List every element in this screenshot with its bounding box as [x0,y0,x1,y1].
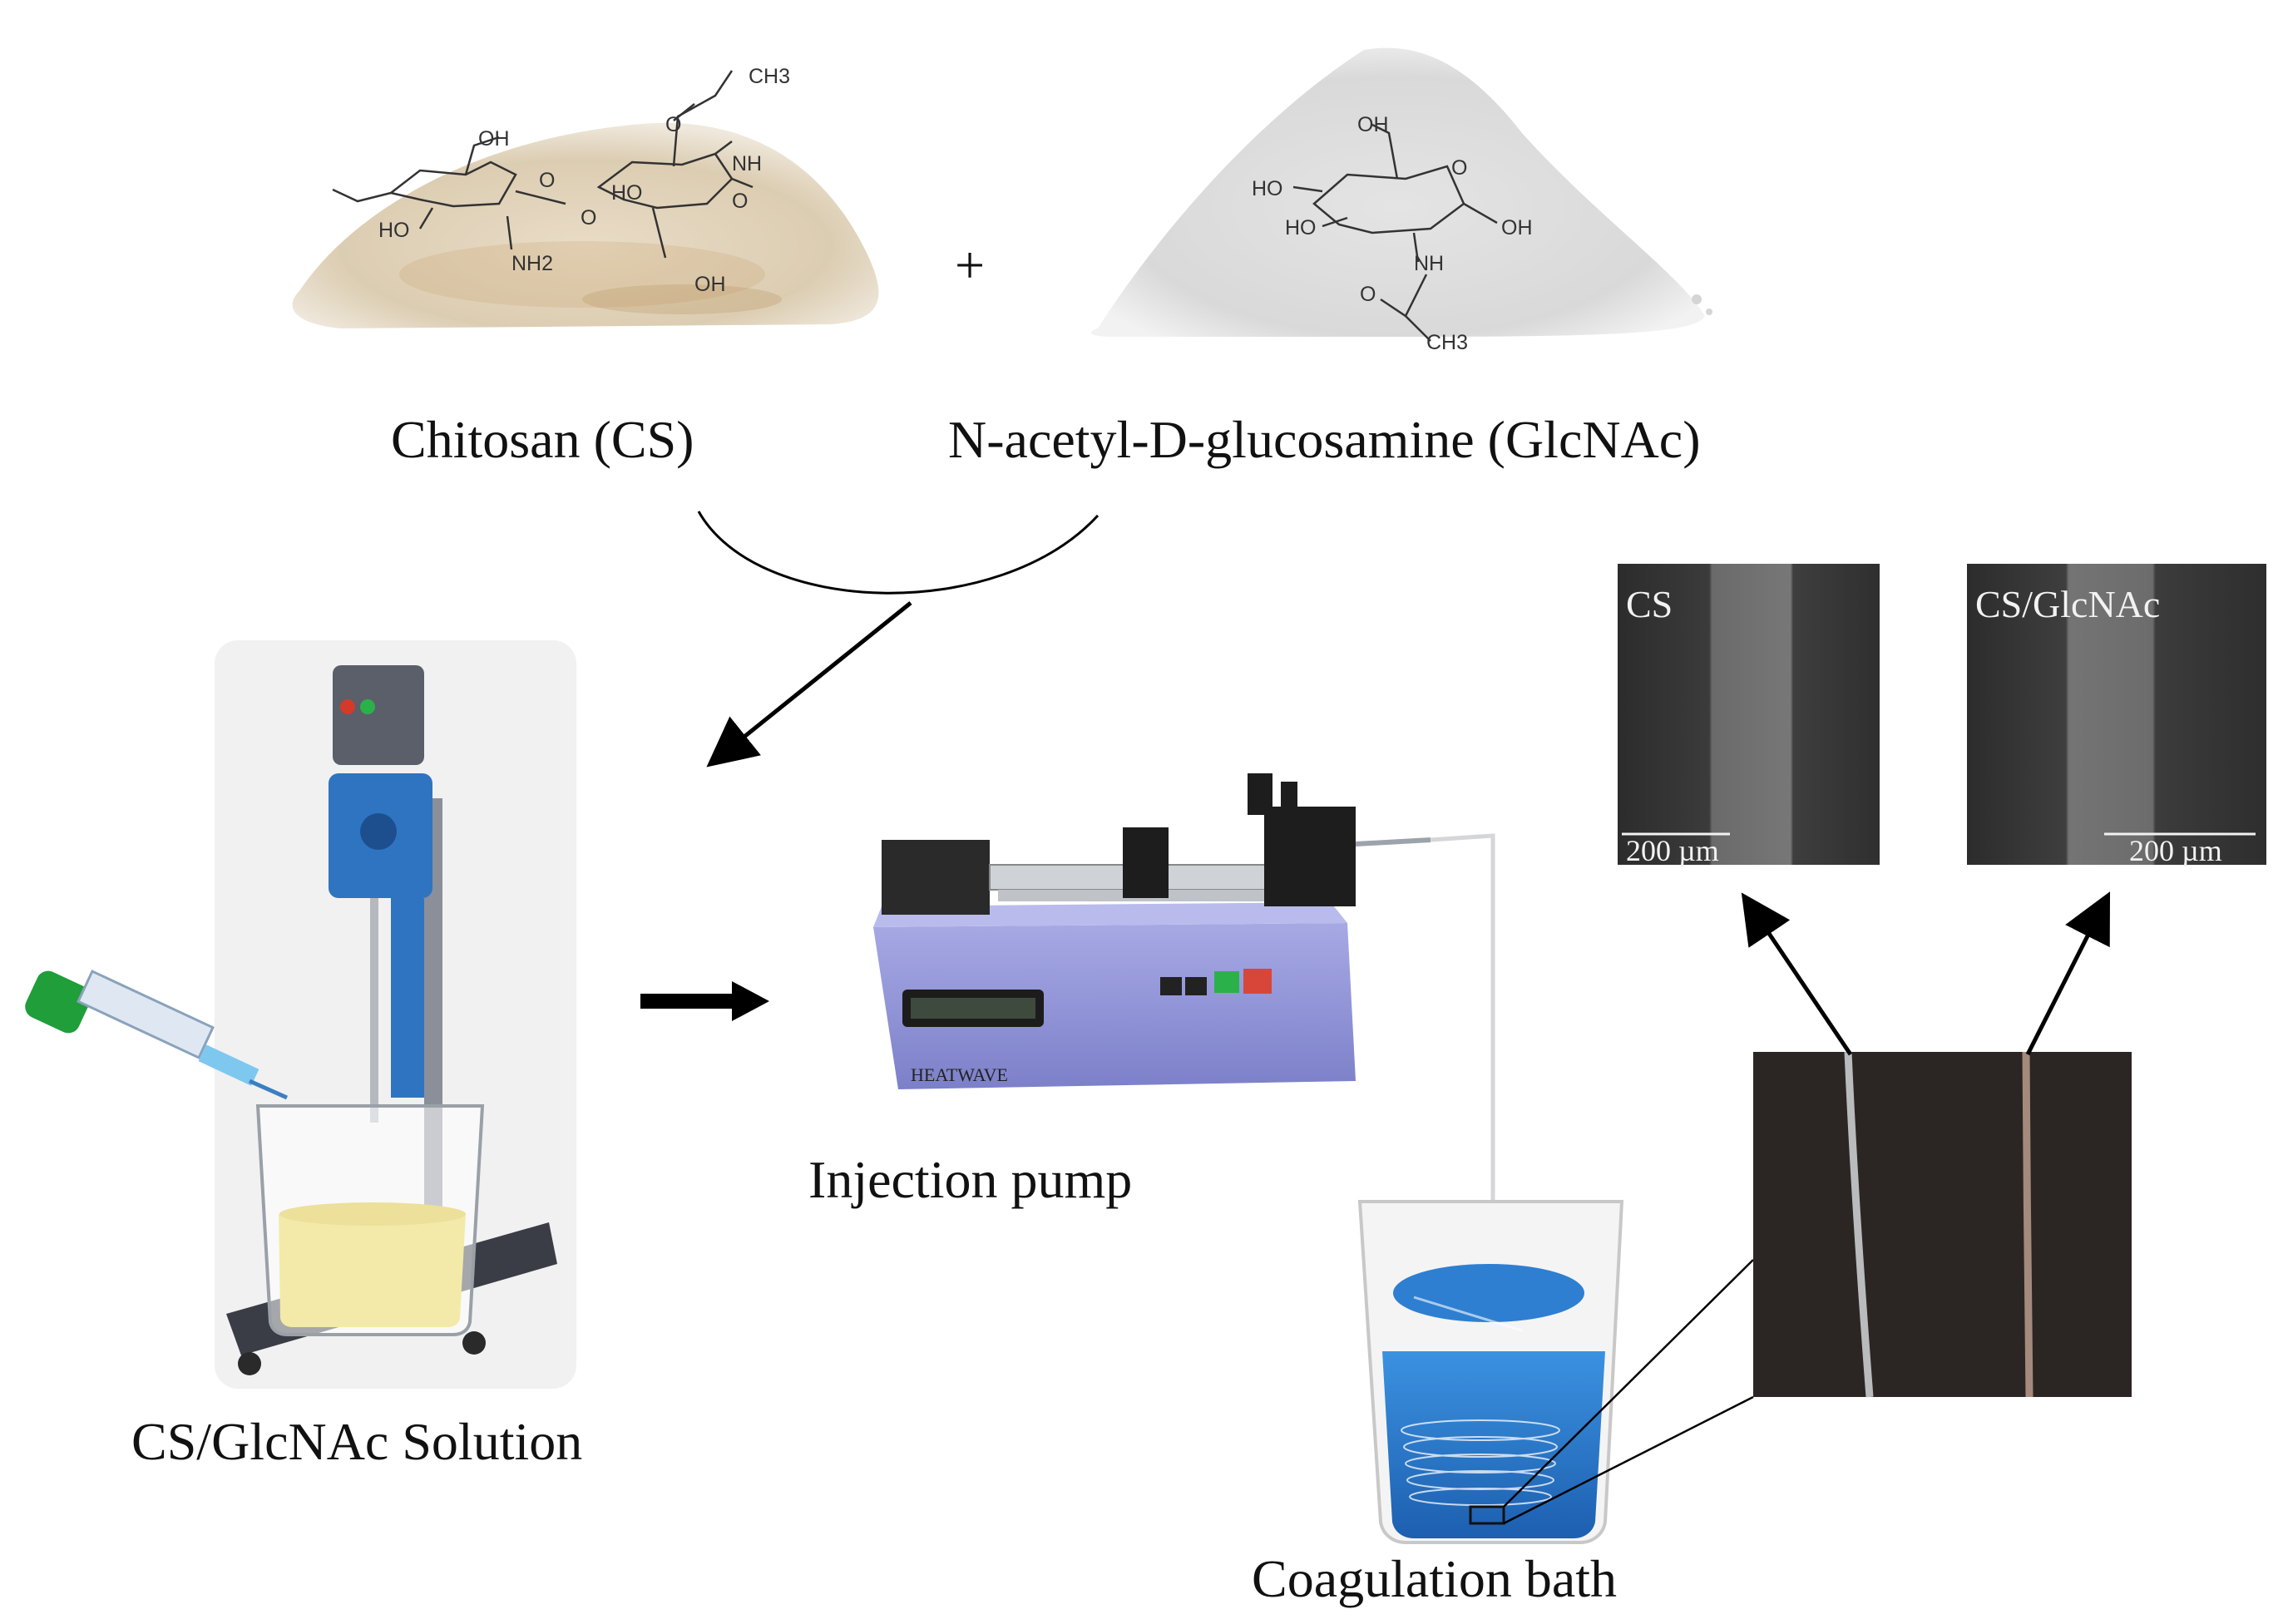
svg-text:O: O [581,206,596,230]
chitosan-structure [332,70,754,259]
svg-text:O: O [1451,156,1467,180]
svg-text:O: O [732,190,748,213]
sem-arrows [1741,891,2111,1056]
glcnac-structure [1292,123,1498,342]
bath-label: Coagulation bath [1252,1549,1617,1608]
svg-text:HO: HO [1285,216,1317,239]
merge-arrow [697,511,1099,768]
coagulation-bath-image [1357,1200,1624,1544]
svg-text:NH2: NH2 [511,252,553,275]
svg-text:O: O [1360,283,1376,306]
chitosan-structure-labels: CH3 O NH OH HO HO O O O NH2 OH [378,65,790,296]
svg-text:OH: OH [1501,216,1533,239]
solution-label: CS/GlcNAc Solution [131,1412,582,1471]
svg-text:CH3: CH3 [749,65,790,88]
svg-text:NH: NH [1414,252,1444,275]
svg-text:OH: OH [694,273,726,296]
glcnac-structure-labels: OH HO HO O OH NH O CH3 [1252,113,1533,354]
chitosan-label: Chitosan (CS) [391,410,694,469]
svg-text:NH: NH [732,152,762,175]
sem-image-cs: CS 200 µm [1618,564,1880,867]
sem-image-cs-glcnac: CS/GlcNAc 200 µm [1967,564,2266,867]
pump-label: Injection pump [808,1150,1132,1209]
svg-text:O: O [539,169,555,192]
process-arrow [640,981,769,1021]
bath-liquid-surface [1393,1264,1584,1322]
svg-text:OH: OH [478,127,510,151]
zoom-box [1469,1505,1505,1525]
plus-sign: + [955,235,985,294]
fiber-photo [1753,1051,2132,1398]
pump-brand-text: HEATWAVE [911,1064,1008,1085]
glcnac-powder-image [1090,47,1712,337]
svg-text:CS/GlcNAc: CS/GlcNAc [1975,583,2160,625]
stirrer-apparatus-image [25,640,576,1389]
svg-text:O: O [665,113,681,136]
svg-text:OH: OH [1357,113,1389,136]
svg-text:200 µm: 200 µm [1626,834,1719,867]
svg-text:HO: HO [1252,177,1283,200]
zoom-callout-lines [1503,1259,1754,1525]
svg-text:HO: HO [378,219,410,242]
syringe [25,970,289,1100]
svg-text:200 µm: 200 µm [2129,834,2222,867]
glcnac-label: N-acetyl-D-glucosamine (GlcNAc) [948,410,1701,469]
chitosan-powder-image [292,122,879,328]
svg-text:HO: HO [611,181,643,205]
injection-pump-image: HEATWAVE [873,773,1495,1297]
svg-text:CS: CS [1626,583,1673,625]
beaker-liquid [279,1214,466,1327]
svg-text:CH3: CH3 [1426,331,1468,354]
